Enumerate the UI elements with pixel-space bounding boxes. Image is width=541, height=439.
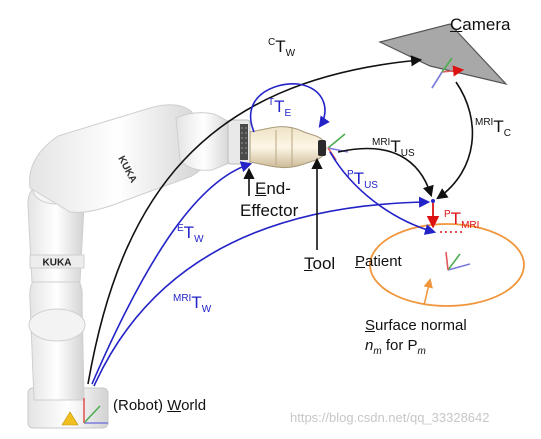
mri-origin-dot (431, 199, 435, 203)
arrow-mri-t-w (93, 196, 431, 387)
robot-arm: KUKA KUKA (27, 104, 251, 429)
world-frame-axes (83, 398, 108, 424)
arrow-c-t-w (87, 55, 423, 385)
tool-tip (318, 140, 326, 156)
surface-normal-subtitle: nm for Pm (365, 337, 426, 357)
patient-frame-axes (445, 251, 471, 271)
robot-joint (28, 308, 86, 342)
warning-sticker (61, 411, 79, 426)
ultrasound-tool (249, 126, 327, 169)
arrow-t-t-e (249, 83, 330, 133)
mri-t-c-label: MRITC (475, 117, 511, 139)
camera-frame-axes (431, 57, 465, 89)
mri-t-us-label: MRITUS (372, 137, 415, 159)
tool-label: Tool (304, 254, 336, 273)
robot-world-label: (Robot) World (113, 397, 207, 414)
end-effector-label: End- (255, 179, 291, 198)
end-effector-label-line2: Effector (240, 201, 299, 220)
e-t-w-label: ETW (177, 223, 204, 245)
robot-flange-ring (240, 124, 248, 160)
surface-normal-arrow (423, 278, 433, 306)
kuka-label-lower: KUKA (43, 258, 72, 269)
mri-t-w-label: MRITW (173, 293, 212, 315)
c-t-w-label: CTW (268, 37, 296, 59)
surface-normal-label: Surface normal (365, 317, 467, 334)
arrow-p-t-us (329, 151, 437, 235)
kuka-label-plate (29, 254, 85, 269)
p-t-us-label: PTUS (347, 169, 378, 191)
patient-label: Patient (355, 253, 402, 270)
tool-frame-axes (327, 133, 349, 161)
arrow-mri-t-c (436, 81, 474, 200)
p-t-mri-label: PTMRI (444, 209, 480, 231)
arrow-e-t-w (91, 161, 253, 385)
camera-label: Camera (450, 15, 511, 34)
tool-body (249, 126, 327, 169)
watermark: https://blog.csdn.net/qq_33328642 (290, 410, 490, 425)
patient-surface (369, 223, 525, 307)
t-t-e-label: TTE (268, 97, 292, 119)
arrow-mri-t-us (337, 147, 434, 198)
